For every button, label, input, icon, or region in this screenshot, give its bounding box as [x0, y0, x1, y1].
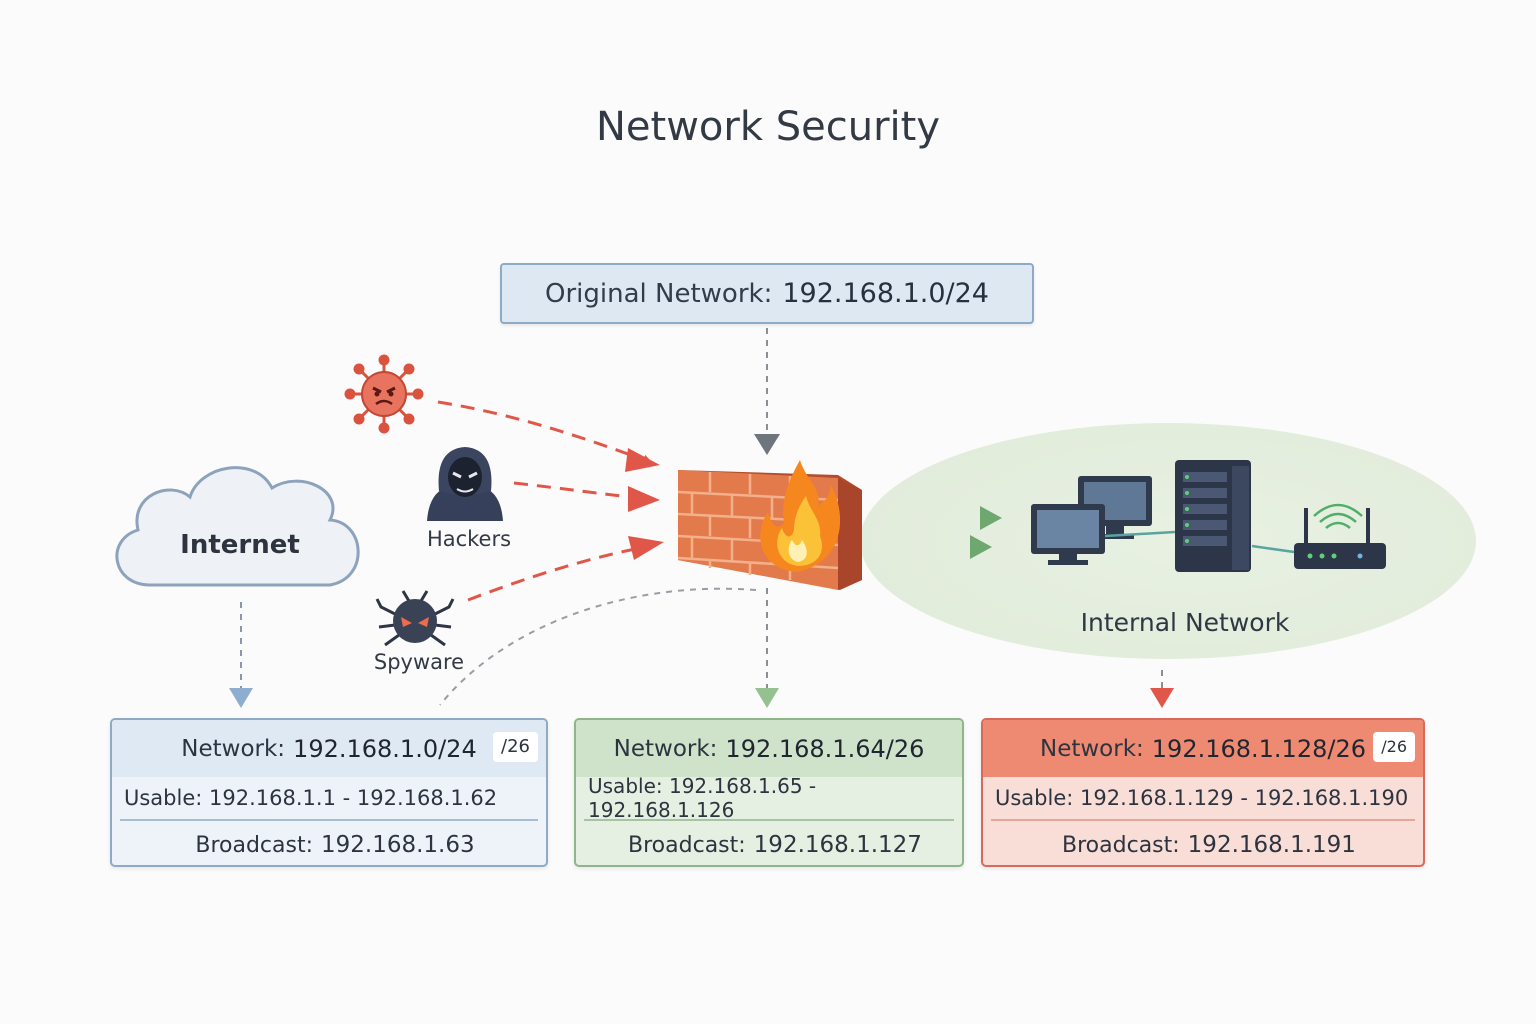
internal-network-label: Internal Network: [1080, 608, 1290, 637]
spyware-arrowhead: [628, 536, 664, 560]
monitor-icon: [1031, 504, 1105, 565]
broadcast-label: Broadcast:: [628, 832, 746, 858]
network-label: Network:: [613, 735, 718, 762]
original-network-box: Original Network: 192.168.1.0/24: [500, 263, 1034, 324]
original-network-value: 192.168.1.0/24: [782, 278, 989, 309]
router-icon: [1294, 508, 1386, 569]
broadcast-value: 192.168.1.127: [753, 832, 922, 858]
broadcast-row: Broadcast: 192.168.1.127: [576, 821, 962, 865]
broadcast-label: Broadcast:: [1062, 832, 1180, 858]
subnet-card-2: Network: 192.168.1.64/26 Usable: 192.168…: [574, 718, 964, 867]
usable-range: Usable: 192.168.1.65 - 192.168.1.126: [584, 774, 954, 822]
internet-to-subnet1-arrowhead: [229, 688, 253, 708]
firewall-to-subnet1-curve: [439, 587, 757, 706]
page-title: Network Security: [596, 104, 940, 150]
network-label: Network:: [181, 735, 286, 762]
usable-range: Usable: 192.168.1.129 - 192.168.1.190: [991, 777, 1415, 821]
virus-icon: [344, 354, 424, 434]
hacker-arrowhead: [628, 486, 660, 512]
server-icon: [1175, 460, 1251, 572]
wifi-icon: [1313, 503, 1363, 529]
network-value: 192.168.1.64/26: [725, 734, 925, 763]
broadcast-label: Broadcast:: [195, 832, 313, 858]
subnet-card-1: Network: 192.168.1.0/24 /26 Usable: 192.…: [110, 718, 548, 867]
spyware-label: Spyware: [373, 650, 465, 674]
hackers-label: Hackers: [426, 527, 512, 551]
network-cables: [1104, 530, 1295, 554]
broadcast-row: Broadcast: 192.168.1.191: [983, 821, 1423, 865]
original-network-label: Original Network:: [545, 278, 773, 309]
broadcast-value: 192.168.1.63: [321, 832, 475, 858]
usable-range: Usable: 192.168.1.1 - 192.168.1.62: [120, 777, 538, 821]
internet-label: Internet: [180, 530, 300, 560]
network-value: 192.168.1.128/26: [1151, 734, 1366, 763]
internal-to-subnet3-arrowhead: [1150, 688, 1174, 708]
virus-arrowhead: [625, 448, 660, 472]
subnet-header: Network: 192.168.1.0/24 /26: [112, 720, 546, 777]
cloud-icon: [115, 466, 360, 587]
network-label: Network:: [1040, 735, 1144, 762]
hacker-threat-arrow: [513, 481, 641, 500]
hacker-icon: [427, 447, 503, 521]
flame-icon: [760, 460, 841, 572]
orig-to-firewall-arrowhead: [754, 434, 780, 455]
network-value: 192.168.1.0/24: [293, 734, 477, 763]
subnet-header: Network: 192.168.1.64/26: [576, 720, 962, 777]
firewall-to-subnet2-arrowhead: [755, 688, 779, 708]
spyware-icon: [375, 590, 455, 647]
internal-network-zone: [860, 423, 1476, 659]
subnet-header: Network: 192.168.1.128/26 /26: [983, 720, 1423, 777]
spyware-threat-arrow: [467, 546, 641, 602]
broadcast-value: 192.168.1.191: [1187, 832, 1356, 858]
prefix-badge: /26: [1373, 732, 1415, 762]
subnet-card-3: Network: 192.168.1.128/26 /26 Usable: 19…: [981, 718, 1425, 867]
broadcast-row: Broadcast: 192.168.1.63: [112, 821, 546, 865]
prefix-badge: /26: [493, 732, 538, 762]
